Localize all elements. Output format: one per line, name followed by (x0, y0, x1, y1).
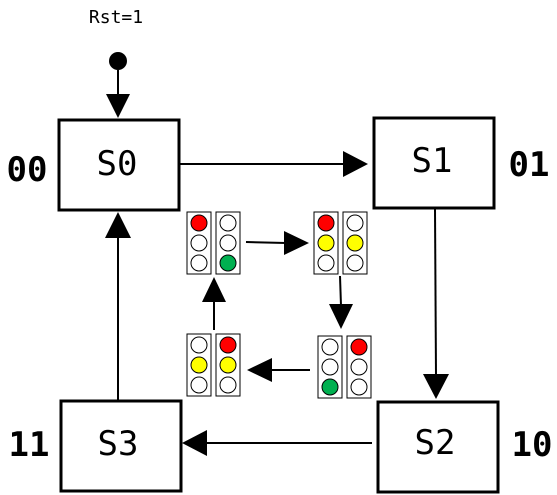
lamp-off (190, 376, 208, 394)
state-s0-code: 00 (7, 150, 48, 190)
lamp-off (346, 214, 364, 232)
lamp-off (321, 358, 339, 376)
lamp-off (190, 336, 208, 354)
lamp-off (346, 254, 364, 272)
transition-s3-s0 (105, 212, 131, 400)
inner-arrow-bottom (247, 358, 310, 382)
state-s2-code: 10 (512, 425, 553, 465)
traffic-light-pair-s0 (186, 211, 241, 275)
transition-s1-s2 (423, 208, 449, 399)
lamp-off (317, 254, 335, 272)
state-s0-name: S0 (97, 144, 138, 184)
inner-arrow-right (329, 275, 353, 329)
lamp-red (190, 214, 208, 232)
lamp-green (219, 254, 237, 272)
lamp-off (219, 376, 237, 394)
lamp-yellow (346, 234, 364, 252)
lamp-yellow (190, 356, 208, 374)
lamp-off (219, 214, 237, 232)
lamp-off (321, 338, 339, 356)
state-s0: S0 (57, 118, 181, 212)
state-s2: S2 (376, 400, 500, 494)
traffic-light-pair-s1 (313, 211, 368, 275)
lamp-yellow (219, 356, 237, 374)
reset-label: Rst=1 (89, 7, 143, 28)
state-s3-code: 11 (9, 425, 50, 465)
lamp-green (321, 378, 339, 396)
reset-arrowhead (106, 94, 130, 118)
transition-s0-s1 (180, 151, 368, 177)
lamp-yellow (317, 234, 335, 252)
traffic-lights (186, 211, 372, 399)
lamp-red (317, 214, 335, 232)
initial-state-dot (109, 52, 127, 70)
lamp-off (190, 254, 208, 272)
state-s3-name: S3 (98, 424, 139, 464)
traffic-light-pair-s3 (186, 333, 241, 397)
lamp-red (350, 338, 368, 356)
state-s1-code: 01 (509, 145, 550, 185)
inner-arrow-left (202, 277, 226, 330)
lamp-red (219, 336, 237, 354)
state-s1-name: S1 (412, 141, 453, 181)
lamp-off (350, 378, 368, 396)
transition-s2-s3 (182, 430, 372, 456)
state-s3: S3 (59, 399, 183, 493)
lamp-off (219, 234, 237, 252)
traffic-light-pair-s2 (317, 335, 372, 399)
lamp-off (190, 234, 208, 252)
inner-arrow-top (245, 231, 309, 255)
lamp-off (350, 358, 368, 376)
state-s1: S1 (372, 116, 496, 210)
state-s2-name: S2 (415, 423, 456, 463)
